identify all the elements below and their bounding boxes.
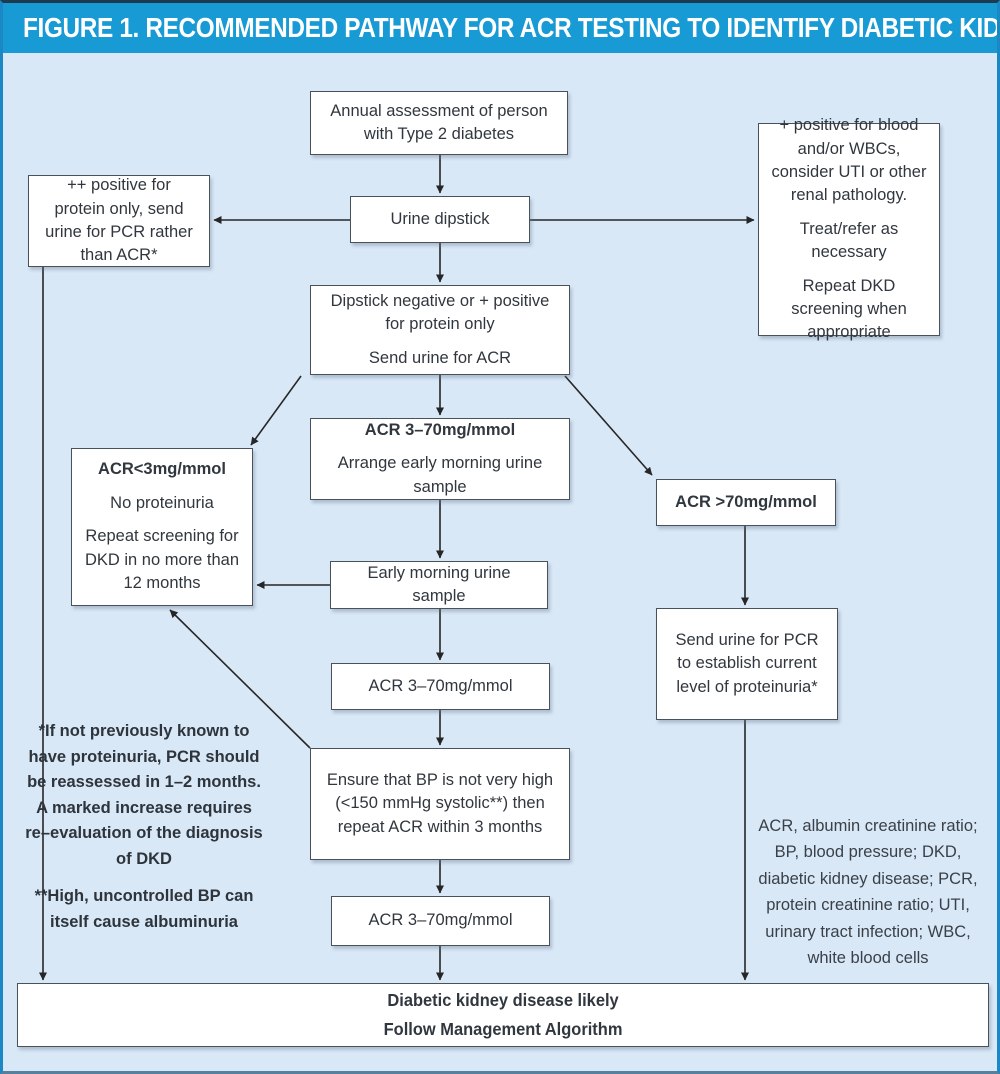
node-heading: ACR >70mg/mmol	[675, 492, 817, 511]
node-text: Arrange early morning urine sample	[337, 454, 543, 496]
node-text: Early morning urine sample	[367, 563, 511, 605]
node-text: Send urine for ACR	[368, 348, 512, 367]
node-acr-3-70-arrange: ACR 3–70mg/mmol Arrange early morning ur…	[310, 418, 570, 500]
node-positive-blood-wbc: + positive for blood and/or WBCs, consid…	[758, 116, 940, 341]
node-bp-check: Ensure that BP is not very high (<150 mm…	[310, 748, 570, 860]
node-text: Repeat DKD screening when appropriate	[791, 276, 907, 342]
node-plus-plus-protein: ++ positive for protein only, send urine…	[28, 175, 210, 267]
node-heading: ACR 3–70mg/mmol	[364, 420, 516, 439]
figure-header: FIGURE 1. RECOMMENDED PATHWAY FOR ACR TE…	[3, 3, 997, 53]
node-outcome-dkd-likely: Diabetic kidney disease likely Follow Ma…	[17, 983, 989, 1047]
arrow-bp-check-to-acr-lt3	[169, 609, 311, 749]
arrow-dip-negative-to-acr-lt3	[250, 375, 302, 446]
node-text: Send urine for PCR to establish current …	[675, 630, 819, 696]
node-text: Treat/refer as necessary	[799, 219, 899, 262]
node-acr-3-70-repeat2: ACR 3–70mg/mmol	[331, 896, 550, 946]
flow-arrows	[39, 155, 755, 981]
node-text: No proteinuria	[110, 493, 214, 512]
abbreviations-key: ACR, albumin creatinine ratio; BP, blood…	[758, 817, 978, 967]
node-text: + positive for blood and/or WBCs, consid…	[771, 116, 927, 205]
node-urine-dipstick: Urine dipstick	[350, 196, 530, 243]
node-acr-less-than-3: ACR<3mg/mmol No proteinuria Repeat scree…	[71, 448, 253, 606]
node-text: ACR 3–70mg/mmol	[368, 676, 513, 695]
footnote-double-star: **High, uncontrolled BP can itself cause…	[34, 887, 254, 931]
node-annual-assessment: Annual assessment of person with Type 2 …	[310, 91, 568, 155]
node-text: Ensure that BP is not very high (<150 mm…	[326, 770, 554, 836]
node-send-urine-pcr: Send urine for PCR to establish current …	[656, 608, 838, 720]
outcome-line: Follow Management Algorithm	[383, 1019, 623, 1039]
node-text: Annual assessment of person with Type 2 …	[330, 101, 548, 143]
figure-title: FIGURE 1. RECOMMENDED PATHWAY FOR ACR TE…	[23, 12, 1000, 43]
node-dipstick-negative: Dipstick negative or + positive for prot…	[310, 285, 570, 375]
footnote-star: *If not previously known to have protein…	[25, 722, 263, 868]
node-text: Repeat screening for DKD in no more than…	[84, 527, 240, 593]
node-acr-greater-than-70: ACR >70mg/mmol	[656, 479, 836, 526]
node-text: Dipstick negative or + positive for prot…	[330, 291, 550, 334]
node-text: ++ positive for protein only, send urine…	[45, 176, 193, 265]
arrow-dip-negative-to-acr-gt70	[564, 375, 653, 476]
node-acr-3-70-repeat1: ACR 3–70mg/mmol	[331, 663, 550, 710]
outcome-line: Diabetic kidney disease likely	[387, 990, 619, 1011]
node-heading: ACR<3mg/mmol	[98, 460, 226, 479]
node-text: Urine dipstick	[390, 209, 490, 228]
footnotes-block: *If not previously known to have protein…	[25, 719, 263, 948]
node-text: ACR 3–70mg/mmol	[368, 911, 513, 930]
node-early-morning-sample: Early morning urine sample	[330, 561, 548, 609]
